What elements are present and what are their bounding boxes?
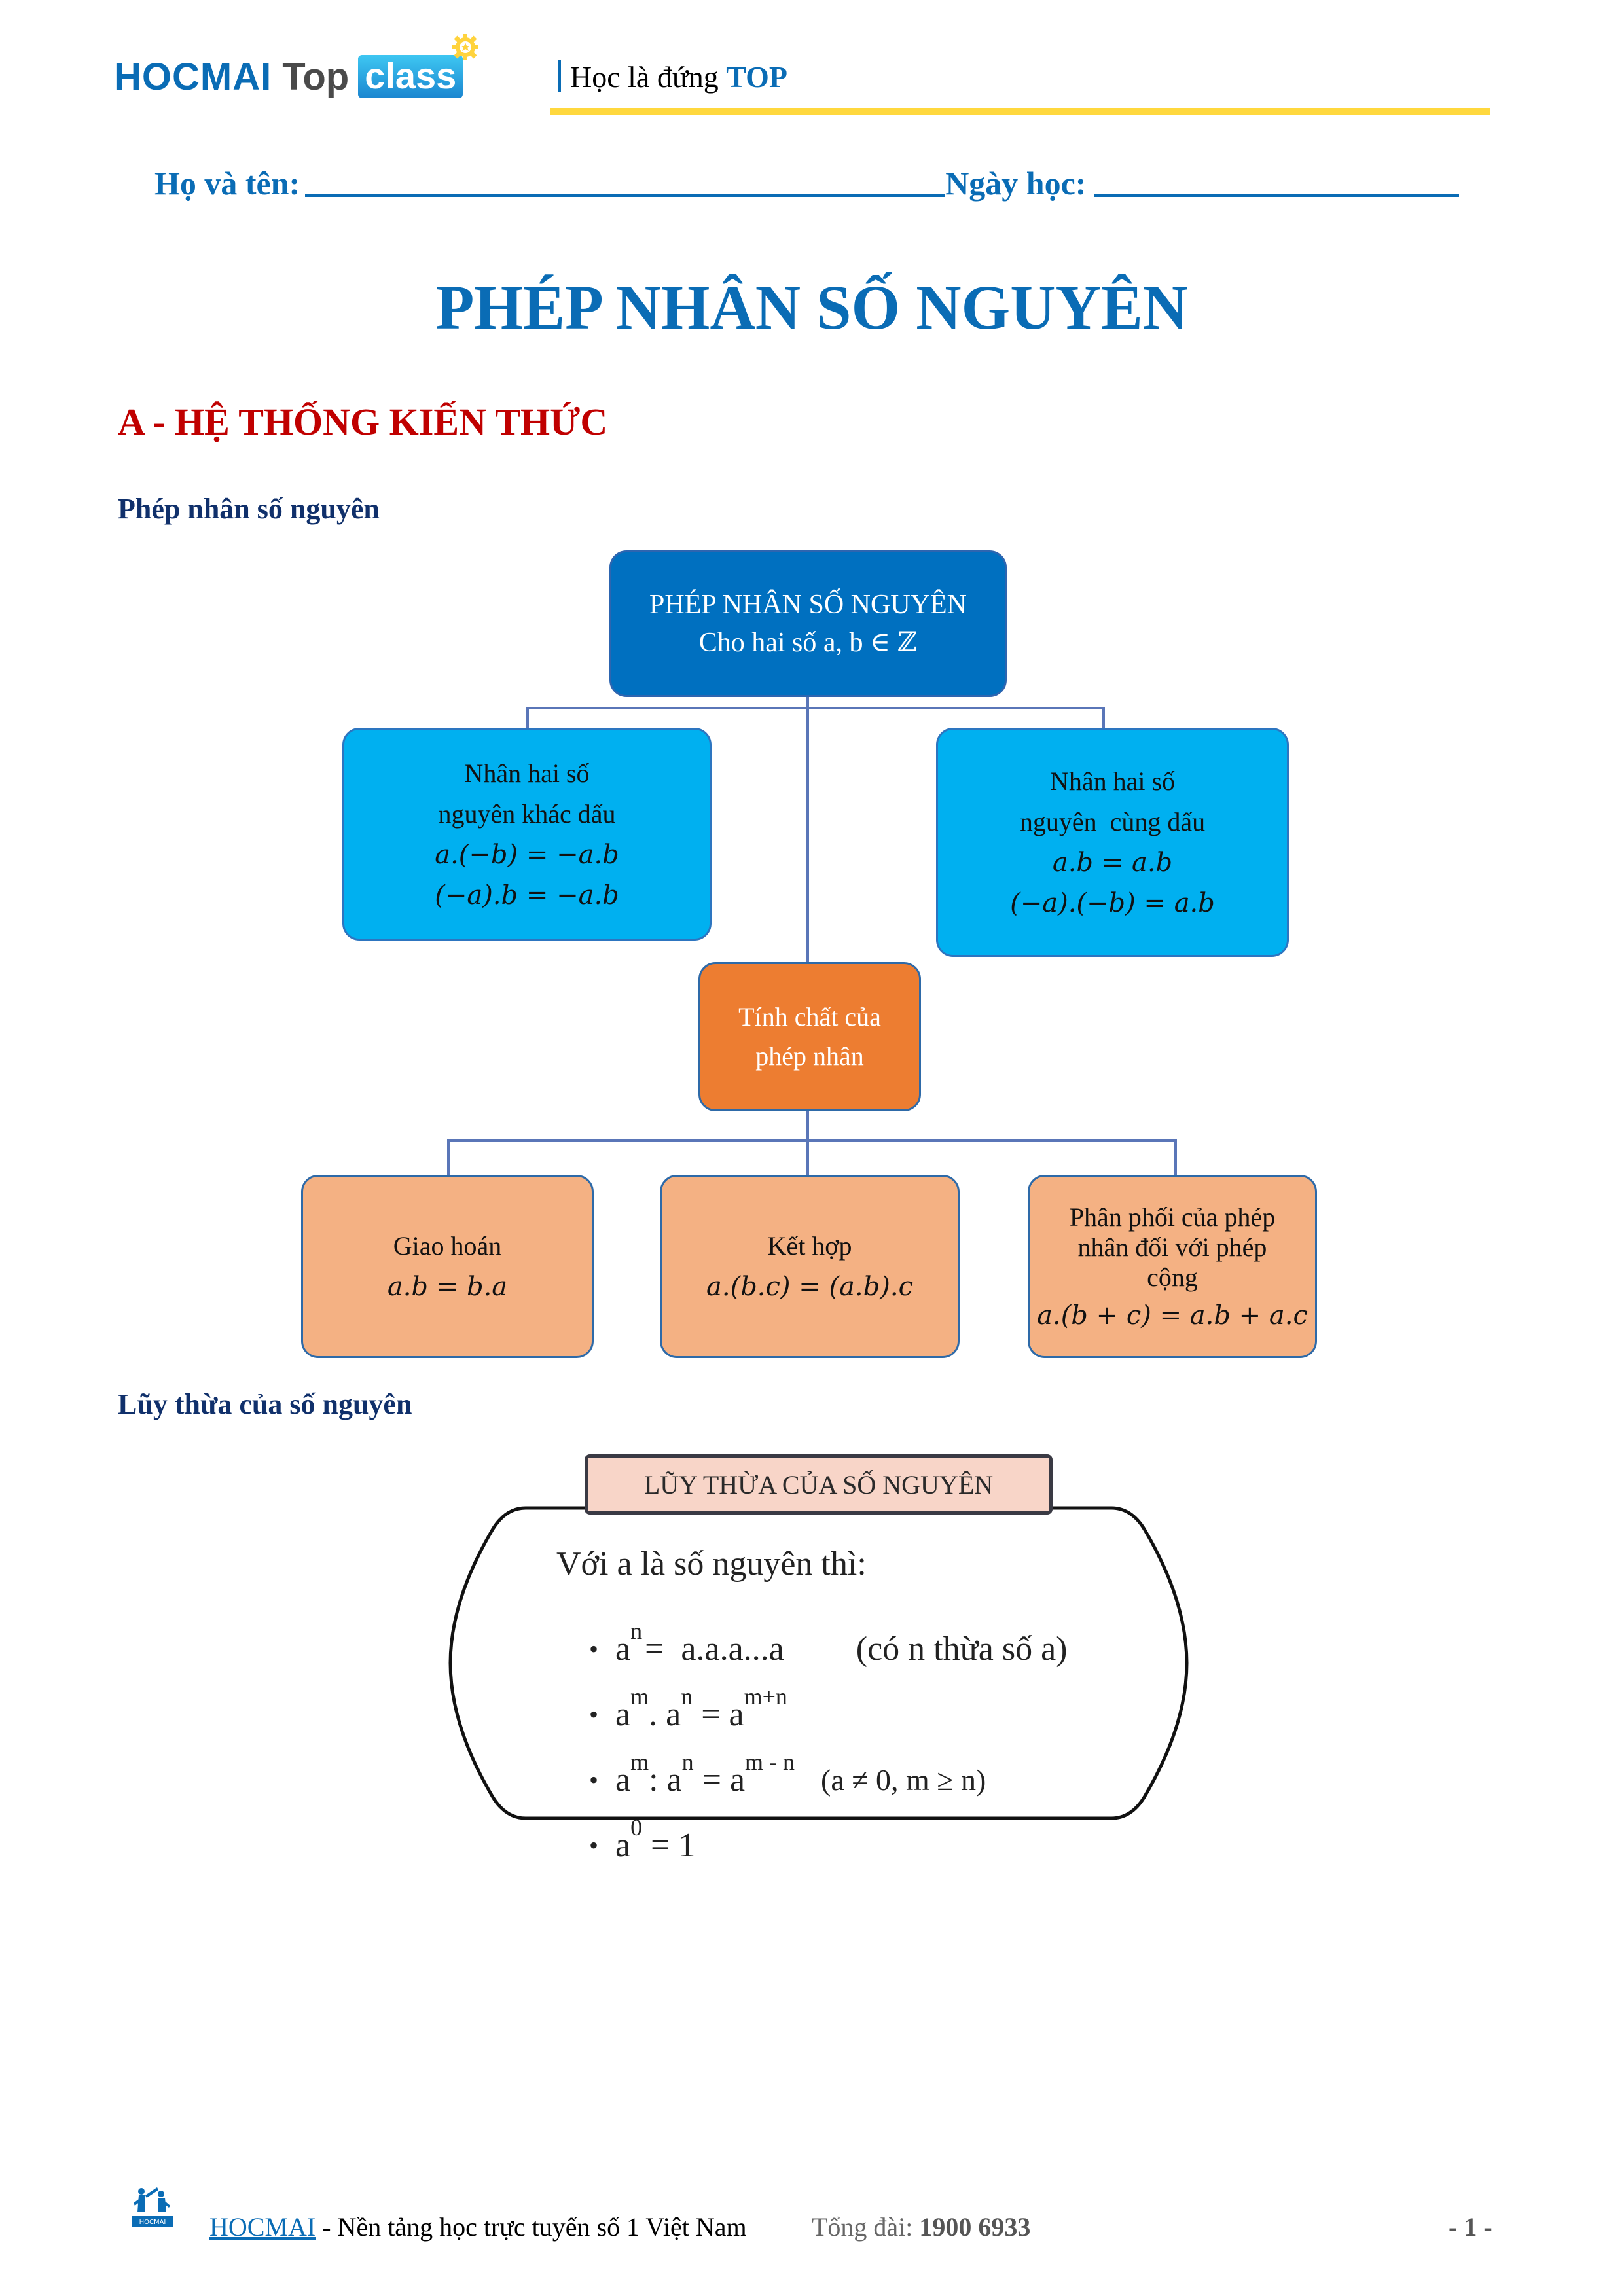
node-formula: a.b = b.a [387, 1272, 508, 1302]
connector-b3-drop [1174, 1139, 1177, 1175]
logo-top: Top [282, 55, 350, 98]
node-formula: a.b = a.b [1052, 848, 1173, 878]
diagram-root-node: PHÉP NHÂN SỐ NGUYÊN Cho hai số a, b ∈ ℤ [609, 550, 1007, 697]
rule-exponent: m [630, 1749, 649, 1775]
node-formula: (−a).(−b) = a.b [1010, 888, 1215, 918]
diagram-node-properties: Tính chất của phép nhân [698, 962, 921, 1111]
rule-note: (a ≠ 0, m ≥ n) [821, 1763, 986, 1797]
tagline-highlight: TOP [726, 60, 787, 94]
node-formula: a.(b.c) = (a.b).c [706, 1272, 913, 1302]
power-scroll-frame [448, 1506, 1189, 1820]
tagline-divider [558, 60, 561, 92]
bullet-icon: • [589, 1700, 599, 1729]
rule-note: (có n thừa số a) [856, 1630, 1068, 1668]
subsection-heading-power: Lũy thừa của số nguyên [118, 1388, 412, 1420]
gear-star-icon [452, 34, 479, 60]
date-label: Ngày học: [945, 165, 1087, 202]
rule-exponent-sum: m+n [744, 1683, 787, 1710]
footer-slogan-text: - Nền tảng học trực tuyến số 1 Việt Nam [316, 2212, 747, 2242]
node-text: Phân phối của phép [1069, 1202, 1276, 1232]
rule-expression: : a [649, 1761, 682, 1799]
connector-bottom-horizontal [447, 1139, 1177, 1142]
rule-exponent: m [630, 1683, 649, 1710]
page-title: PHÉP NHÂN SỐ NGUYÊN [435, 272, 1189, 342]
bullet-icon: • [589, 1634, 599, 1664]
power-intro: Với a là số nguyên thì: [556, 1545, 867, 1583]
connector-b1-drop [447, 1139, 450, 1175]
rule-expression: = 1 [642, 1827, 696, 1864]
date-field[interactable] [1094, 168, 1460, 197]
connector-right-drop [1102, 707, 1105, 728]
node-text: phép nhân [755, 1041, 864, 1071]
rule-base: a [615, 1630, 631, 1668]
root-subtitle: Cho hai số a, b ∈ ℤ [698, 628, 918, 658]
diagram-node-same-sign: Nhân hai số nguyên cùng dấu a.b = a.b (−… [936, 728, 1289, 957]
node-text: nguyên khác dấu [438, 798, 616, 829]
node-text: nhân đối với phép [1077, 1232, 1267, 1262]
diagram-node-commutative: Giao hoán a.b = b.a [301, 1175, 594, 1358]
node-text: Kết hợp [767, 1231, 852, 1261]
rule-exponent-difference: m - n [745, 1749, 795, 1775]
student-info-row: Họ và tên: Ngày học: [154, 157, 1460, 209]
logo-class-text: class [365, 54, 457, 96]
name-field[interactable] [305, 168, 946, 197]
rule-expression: = a [693, 1696, 744, 1733]
hotline-label: Tổng đài: [812, 2212, 920, 2242]
name-label: Họ và tên: [154, 165, 300, 202]
connector-root-properties [806, 697, 809, 962]
node-formula: a.(−b) = −a.b [435, 839, 619, 870]
rule-exponent: n [681, 1749, 694, 1775]
root-title: PHÉP NHÂN SỐ NGUYÊN [649, 590, 967, 620]
rule-exponent: n [681, 1683, 693, 1710]
bullet-icon: • [589, 1831, 599, 1860]
logo-class-badge: class [358, 34, 479, 98]
footer-hocmai-link[interactable]: HOCMAI [209, 2212, 316, 2242]
footer-hotline: Tổng đài: 1900 6933 [812, 2211, 1030, 2244]
diagram-node-associative: Kết hợp a.(b.c) = (a.b).c [660, 1175, 960, 1358]
node-text: nguyên cùng dấu [1019, 807, 1206, 836]
node-text: cộng [1147, 1263, 1198, 1292]
rule-exponent: 0 [630, 1814, 643, 1840]
rule-base: a [615, 1761, 631, 1799]
connector-root-horizontal [526, 707, 1104, 709]
diagram-node-distributive: Phân phối của phép nhân đối với phép cộn… [1028, 1175, 1317, 1358]
connector-left-drop [526, 707, 529, 728]
node-text: Tính chất của [738, 1002, 881, 1031]
subsection-heading-multiplication: Phép nhân số nguyên [118, 493, 380, 525]
diagram-node-different-sign: Nhân hai số nguyên khác dấu a.(−b) = −a.… [342, 728, 712, 941]
rule-expression: = a.a.a...a [645, 1630, 784, 1668]
section-heading-a: A - HỆ THỐNG KIẾN THỨC [118, 401, 608, 443]
hotline-number: 1900 6933 [919, 2212, 1031, 2242]
node-formula: a.(b + c) = a.b + a.c [1037, 1300, 1308, 1331]
bullet-icon: • [589, 1765, 599, 1795]
rule-base: a [615, 1827, 631, 1864]
node-text: Nhân hai số [464, 758, 590, 788]
rule-base: a [615, 1696, 631, 1733]
header-tagline: Học là đứng TOP [558, 58, 787, 97]
connector-properties-down [806, 1111, 809, 1175]
power-box-label: LŨY THỪA CỦA SỐ NGUYÊN [585, 1454, 1053, 1515]
node-text: Giao hoán [393, 1231, 502, 1261]
node-formula: (−a).b = −a.b [435, 880, 619, 910]
footer-slogan: HOCMAI - Nền tảng học trực tuyến số 1 Vi… [209, 2211, 747, 2244]
rule-exponent: n [630, 1618, 643, 1644]
hocmai-footer-logo: HOCMAI [132, 2187, 173, 2227]
rule-expression: . a [649, 1696, 681, 1733]
node-text: Nhân hai số [1049, 766, 1176, 796]
page-number: - 1 - [1449, 2212, 1492, 2242]
rule-expression: = a [693, 1761, 746, 1799]
footer-logo-text: HOCMAI [139, 2219, 166, 2226]
logo-brand: HOCMAI [114, 55, 272, 98]
header-divider [550, 108, 1490, 115]
page-footer: HOCMAI HOCMAI - Nền tảng học trực tuyến … [131, 2186, 1506, 2245]
tagline-text: Học là đứng [570, 60, 719, 94]
hocmai-topclass-logo: HOCMAI Top class [114, 34, 479, 106]
